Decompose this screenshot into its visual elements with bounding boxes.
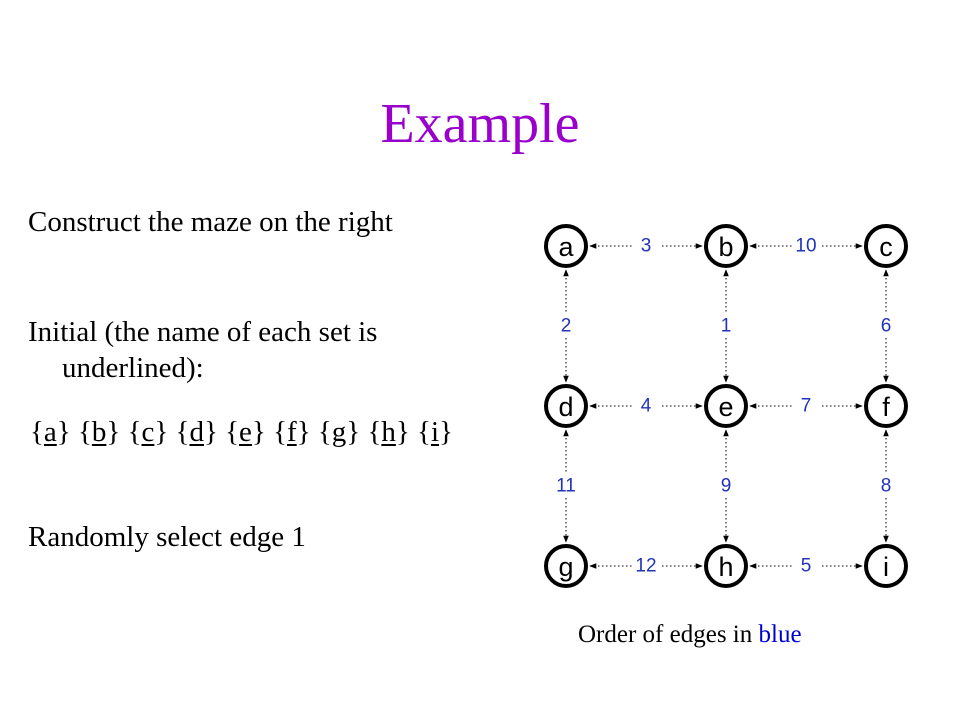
node-c: c (864, 224, 908, 268)
edge-label-bg (552, 474, 580, 498)
edge-label-bg (632, 554, 660, 578)
node-circle (544, 544, 588, 588)
set-name-i: i (430, 416, 440, 448)
node-e: e (704, 384, 748, 428)
set-h: {h} (367, 416, 410, 448)
set-name-f: f (287, 416, 297, 448)
initial-text: Initial (the name of each set is (28, 316, 378, 348)
set-name-g: g (331, 416, 347, 448)
set-b: {b} (77, 416, 121, 448)
node-circle (864, 224, 908, 268)
node-d: d (544, 384, 588, 428)
node-g: g (544, 544, 588, 588)
set-name-h: h (381, 416, 396, 448)
set-name-a: a (43, 416, 57, 448)
node-label: h (718, 552, 733, 582)
select-edge-text: Randomly select edge 1 (28, 521, 306, 553)
initial-text-continued: underlined): (62, 352, 204, 384)
set-d: {d} (175, 416, 218, 448)
node-circle (544, 384, 588, 428)
edge-label-bg (792, 234, 820, 258)
edge-e-f: 7 (749, 394, 863, 418)
node-label: f (882, 392, 890, 422)
edge-order-label: 6 (881, 316, 892, 337)
edge-order-label: 7 (801, 396, 812, 417)
node-circle (864, 384, 908, 428)
node-b: b (704, 224, 748, 268)
node-label: g (558, 552, 573, 582)
set-name-c: c (141, 416, 155, 448)
node-label: b (718, 232, 733, 262)
node-circle (544, 224, 588, 268)
edge-label-bg (792, 394, 820, 418)
edge-order-label: 5 (801, 556, 812, 577)
node-label: a (558, 232, 574, 262)
edge-order-label: 8 (881, 476, 892, 497)
edge-label-bg (872, 474, 900, 498)
node-circle (864, 544, 908, 588)
edge-h-i: 5 (749, 554, 863, 578)
set-i: {i} (417, 416, 453, 448)
caption-highlight: blue (758, 621, 802, 648)
edge-a-b: 3 (589, 234, 703, 258)
edge-order-label: 1 (721, 316, 732, 337)
node-label: d (558, 392, 573, 422)
edge-order-label: 10 (795, 236, 816, 257)
edge-g-h: 12 (589, 554, 703, 578)
edge-d-e: 4 (589, 394, 703, 418)
set-f: {f} (273, 416, 311, 448)
set-name-e: e (239, 416, 252, 448)
edge-label-bg (792, 554, 820, 578)
set-name-b: b (91, 416, 107, 448)
edge-order-label: 3 (641, 236, 652, 257)
edge-label-bg (632, 234, 660, 258)
edge-b-c: 10 (749, 234, 863, 258)
node-label: c (879, 232, 893, 262)
edge-order-label: 9 (721, 476, 732, 497)
edge-order-label: 11 (556, 476, 576, 497)
edge-order-label: 12 (635, 556, 656, 577)
set-c: {c} (127, 416, 169, 448)
edge-label-bg (872, 314, 900, 338)
initial-sets: {a} {b} {c} {d} {e} {f} {g} {h} {i} (30, 414, 453, 450)
node-f: f (864, 384, 908, 428)
slide-title: Example (380, 93, 580, 155)
instruction-text: Construct the maze on the right (28, 206, 393, 238)
edge-a-d: 2 (552, 269, 580, 383)
set-e: {e} (225, 416, 266, 448)
node-a: a (544, 224, 588, 268)
node-circle (704, 224, 748, 268)
edge-e-h: 9 (712, 429, 740, 543)
diagram-caption: Order of edges in blue (578, 619, 802, 651)
edge-label-bg (552, 314, 580, 338)
edge-c-f: 6 (872, 269, 900, 383)
set-name-d: d (189, 416, 204, 448)
edge-b-e: 1 (712, 269, 740, 383)
caption-text: Order of edges in (578, 621, 759, 648)
node-i: i (864, 544, 908, 588)
edge-label-bg (712, 314, 740, 338)
node-label: e (718, 392, 733, 422)
node-h: h (704, 544, 748, 588)
edge-f-i: 8 (872, 429, 900, 543)
node-label: i (883, 552, 889, 582)
node-circle (704, 544, 748, 588)
edge-label-bg (712, 474, 740, 498)
set-a: {a} (30, 416, 71, 448)
edge-label-bg (632, 394, 660, 418)
edge-d-g: 11 (552, 429, 580, 543)
edge-order-label: 2 (561, 316, 572, 337)
node-circle (704, 384, 748, 428)
set-g: {g} (317, 416, 361, 448)
edge-order-label: 4 (641, 396, 652, 417)
